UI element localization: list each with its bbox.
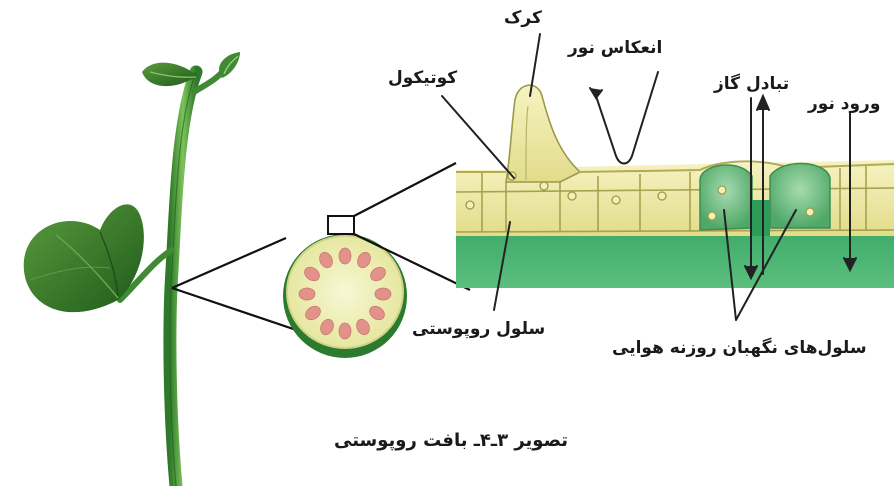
label-guard-cells: سلول‌های نگهبان روزنه هوایی [612,340,867,357]
stem-cross-section [283,216,407,358]
label-trichome: کرک [504,10,542,27]
label-epidermal-cell: سلول روپوستی [412,321,545,338]
zoom-box [328,216,354,234]
plant-illustration [24,52,240,486]
label-gas-exchange: تبادل گاز [714,76,789,93]
trichome [506,85,580,182]
magnified-epidermis [456,85,894,288]
label-light-reflection: انعکاس نور [568,40,662,57]
label-cuticle: کوتیکول [388,70,457,87]
label-light-entry: ورود نور [808,96,880,113]
stomatal-pore [752,200,770,236]
light-reflection-arrow [596,72,658,164]
figure-caption: تصویر ۳ـ۴ـ بافت روپوستی [334,432,568,450]
guard-cell-right [770,163,830,228]
